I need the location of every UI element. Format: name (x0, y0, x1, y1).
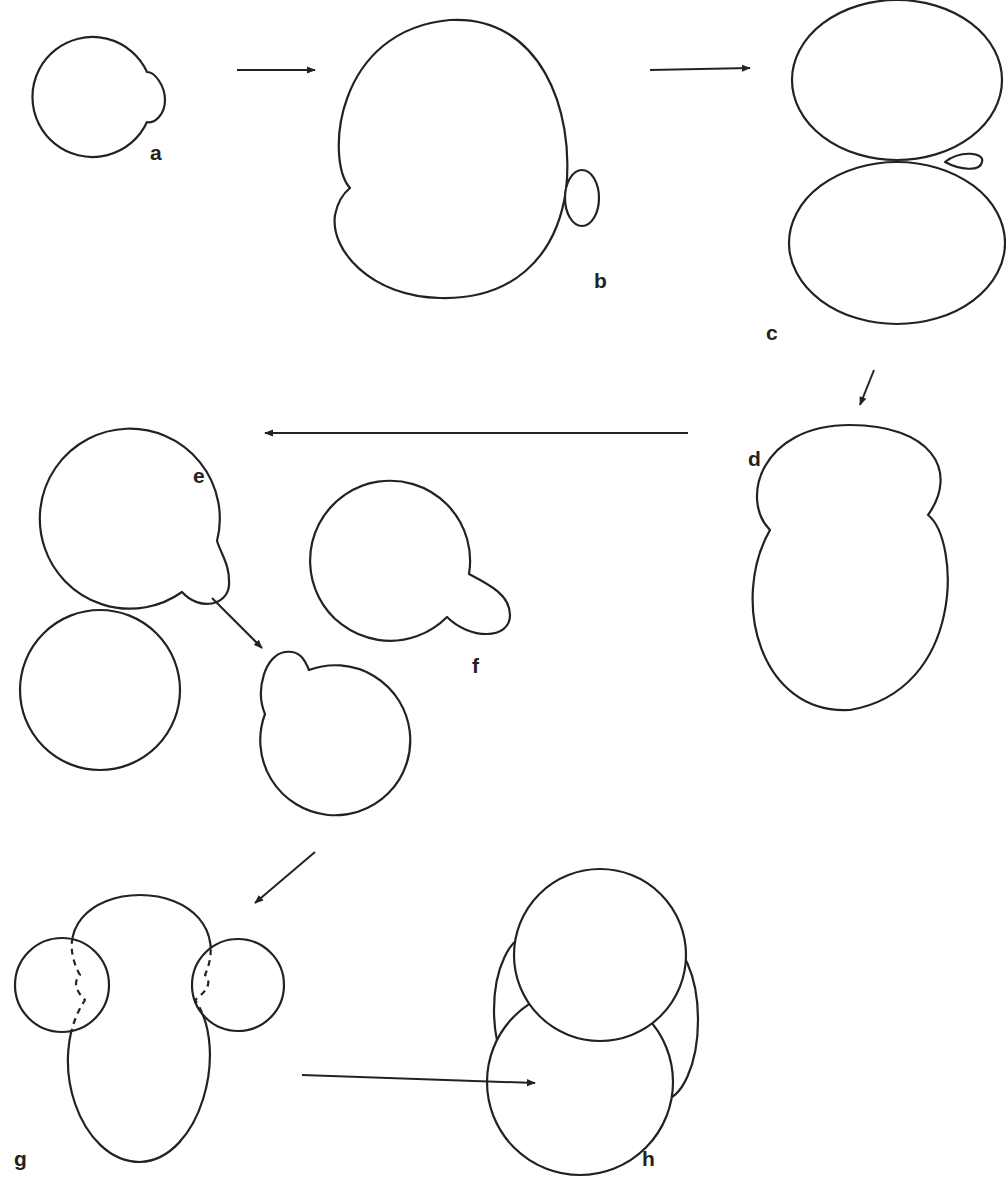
sequence-arrow (302, 1075, 535, 1083)
small-blastomere (192, 939, 284, 1031)
sequence-arrow (237, 69, 315, 71)
sequence-arrow (265, 432, 688, 434)
sequence-arrow (212, 598, 262, 648)
budding-cell (335, 20, 568, 298)
large-blastomere (514, 869, 686, 1041)
blastomere (20, 610, 180, 770)
stage-letter: f (472, 655, 479, 676)
stage-letter: c (766, 322, 778, 343)
sequence-arrow (860, 370, 874, 405)
two-cell-stage (753, 425, 948, 710)
stage-letter: a (150, 142, 162, 163)
four-cell-body (68, 895, 211, 1162)
budding-blastomere (310, 481, 510, 641)
small-blastomere (15, 938, 109, 1032)
budding-blastomere (260, 652, 410, 816)
hidden-outline (68, 895, 211, 1162)
stage-letter: d (748, 448, 761, 469)
bud (565, 170, 599, 226)
sequence-arrow (650, 68, 750, 70)
stage-letter: g (14, 1148, 27, 1169)
daughter-cell (792, 0, 1002, 160)
stage-letter: e (193, 465, 205, 486)
stage-letter: h (642, 1148, 655, 1169)
sequence-arrow (255, 852, 315, 903)
stage-letter: b (594, 270, 607, 291)
budding-cell (32, 37, 165, 157)
daughter-cell (789, 162, 1005, 324)
polar-body (945, 154, 982, 169)
budding-blastomere (40, 429, 229, 609)
